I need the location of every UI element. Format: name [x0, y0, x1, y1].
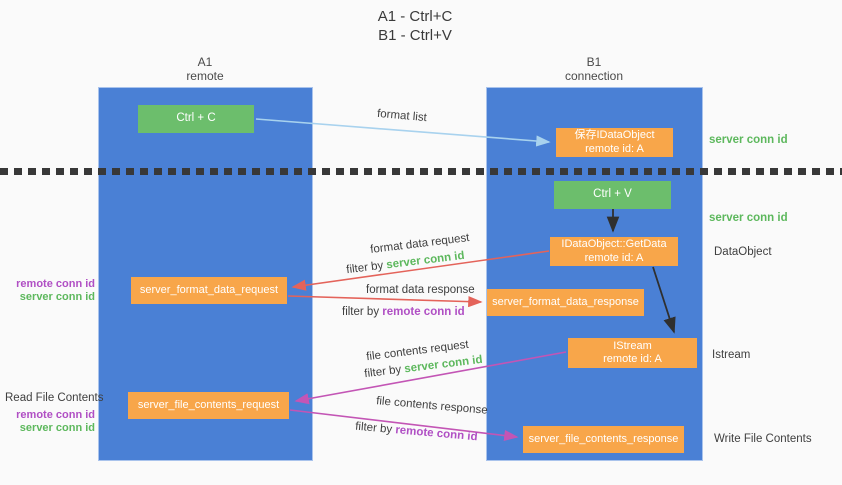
node-server-format-data-response-label: server_format_data_response	[492, 295, 639, 308]
label-read-file-contents: Read File Contents	[5, 391, 103, 405]
write-file-contents-text: Write File Contents	[714, 433, 812, 445]
filter-by-text: filter by	[345, 259, 388, 277]
filter-by-text: filter by	[354, 420, 396, 437]
node-server-format-data-request: server_format_data_request	[131, 277, 287, 304]
node-save-idataobject: 保存IDataObject remote id: A	[556, 128, 673, 157]
filter-by-text: filter by	[342, 306, 383, 318]
node-server-file-contents-request: server_file_contents_request	[128, 392, 289, 419]
node-ctrl-c-label: Ctrl + C	[176, 112, 216, 125]
node-server-format-data-request-label: server_format_data_request	[139, 283, 279, 296]
column-b-id: B1	[586, 55, 602, 69]
node-save-idataobject-line1: 保存IDataObject	[574, 129, 655, 141]
left-remote-conn-id-2: remote conn id	[16, 409, 95, 421]
node-istream: IStream remote id: A	[568, 338, 697, 368]
label-file-contents-response: file contents response	[376, 394, 489, 418]
diagram-title: A1 - Ctrl+C B1 - Ctrl+V	[330, 7, 500, 45]
node-server-format-data-response: server_format_data_response	[487, 289, 644, 316]
label-format-data-response: format data response	[366, 283, 475, 297]
column-a-name: remote	[186, 69, 224, 83]
node-server-file-contents-response: server_file_contents_response	[523, 426, 684, 453]
node-save-idataobject-line2: remote id: A	[585, 142, 644, 155]
read-file-contents-text: Read File Contents	[5, 392, 104, 404]
scene-divider-dashed-line	[0, 168, 842, 175]
left-conn-id-pair-bottom: remote conn id server conn id	[10, 409, 95, 435]
title-line-1: A1 - Ctrl+C	[377, 8, 453, 25]
node-idataobject-getdata-line1: IDataObject::GetData	[561, 238, 667, 250]
remote-conn-id-text: remote conn id	[394, 424, 478, 444]
left-server-conn-id-2: server conn id	[19, 422, 95, 434]
remote-conn-id-text: remote conn id	[382, 306, 465, 318]
right-write-file-contents-label: Write File Contents	[714, 432, 812, 446]
label-file-contents-response-text: file contents response	[375, 395, 489, 417]
column-a-id: A1	[197, 55, 213, 69]
right-dataobject-label: DataObject	[714, 245, 772, 259]
server-conn-id-text: server conn id	[709, 212, 788, 224]
node-ctrl-v-label: Ctrl + V	[593, 188, 632, 201]
label-format-data-response-text: format data response	[366, 284, 475, 296]
label-format-list: format list	[376, 107, 428, 125]
column-b-name: connection	[564, 69, 624, 83]
node-idataobject-getdata: IDataObject::GetData remote id: A	[550, 237, 678, 266]
right-istream-label: Istream	[712, 348, 750, 362]
label-filter-by-remote-conn-id-1: filter by remote conn id	[342, 305, 465, 319]
filter-by-text: filter by	[363, 363, 406, 381]
node-server-file-contents-response-label: server_file_contents_response	[528, 432, 679, 445]
label-filter-by-server-conn-id-1: filter by server conn id	[346, 249, 466, 277]
node-istream-line1: IStream	[613, 339, 652, 352]
title-line-2: B1 - Ctrl+V	[378, 27, 452, 44]
node-idataobject-getdata-line2: remote id: A	[584, 251, 644, 264]
right-server-conn-id-mid: server conn id	[709, 211, 788, 225]
left-server-conn-id-1: server conn id	[19, 291, 95, 303]
istream-text: Istream	[712, 349, 751, 361]
dataobject-text: DataObject	[714, 246, 772, 258]
node-istream-line2: remote id: A	[603, 353, 662, 365]
node-ctrl-v: Ctrl + V	[554, 181, 671, 209]
label-filter-by-remote-conn-id-2: filter by remote conn id	[355, 420, 478, 445]
label-format-list-text: format list	[376, 107, 428, 125]
server-conn-id-text: server conn id	[709, 134, 788, 146]
node-ctrl-c: Ctrl + C	[138, 105, 254, 133]
column-a-header: A1 remote	[140, 55, 270, 83]
left-conn-id-pair-top: remote conn id server conn id	[10, 278, 95, 304]
right-server-conn-id-top: server conn id	[709, 133, 788, 147]
left-remote-conn-id-1: remote conn id	[16, 278, 95, 290]
node-server-file-contents-request-label: server_file_contents_request	[137, 398, 280, 411]
column-b-header: B1 connection	[529, 55, 659, 83]
